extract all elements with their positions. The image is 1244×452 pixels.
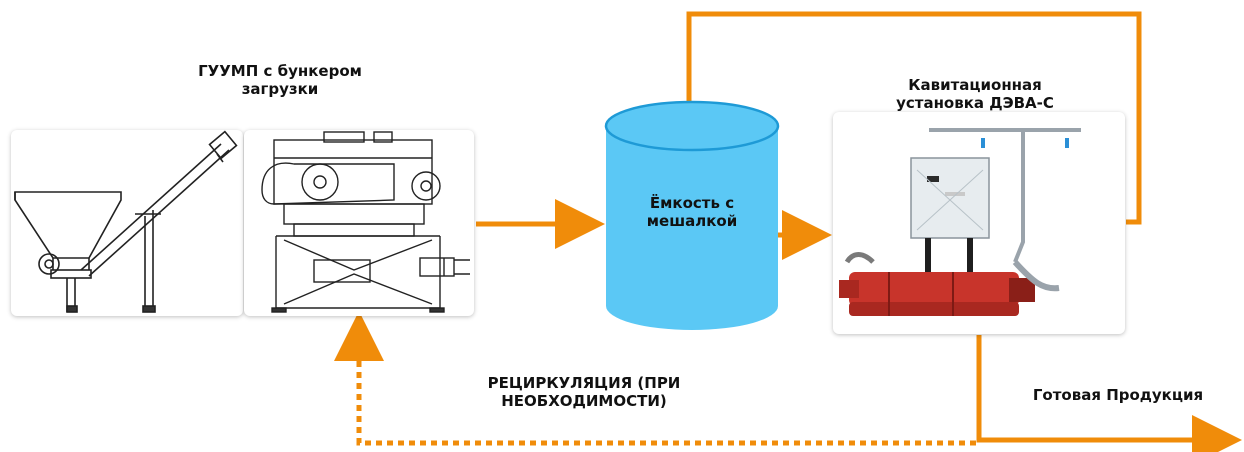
tank-cylinder [604, 100, 780, 330]
guump-machine-card [244, 130, 474, 316]
hopper-screw-image [14, 130, 238, 313]
recirculation-label: РЕЦИРКУЛЯЦИЯ (ПРИ НЕОБХОДИМОСТИ) [478, 374, 690, 410]
deva-unit-card [833, 112, 1125, 334]
deva-label-text: Кавитационная установка ДЭВА-С [896, 76, 1054, 112]
guump-machine-image [261, 131, 470, 313]
flow-return-loop [664, 11, 1142, 225]
deva-unit-image [839, 128, 1081, 316]
tank-label: Ёмкость с мешалкой [620, 194, 764, 230]
product-label-text: Готовая Продукция [1032, 386, 1204, 404]
guump-label-text: ГУУМП с бункером загрузки [198, 62, 362, 98]
product-label: Готовая Продукция [1018, 386, 1218, 404]
flow-recirculation-dashed [334, 311, 976, 446]
guump-label: ГУУМП с бункером загрузки [195, 62, 365, 98]
flow-arrow-product [976, 335, 1242, 452]
tank-label-text: Ёмкость с мешалкой [646, 194, 738, 230]
recirculation-label-text: РЕЦИРКУЛЯЦИЯ (ПРИ НЕОБХОДИМОСТИ) [487, 374, 681, 410]
hopper-screw-card [11, 130, 243, 316]
deva-label: Кавитационная установка ДЭВА-С [880, 76, 1070, 112]
